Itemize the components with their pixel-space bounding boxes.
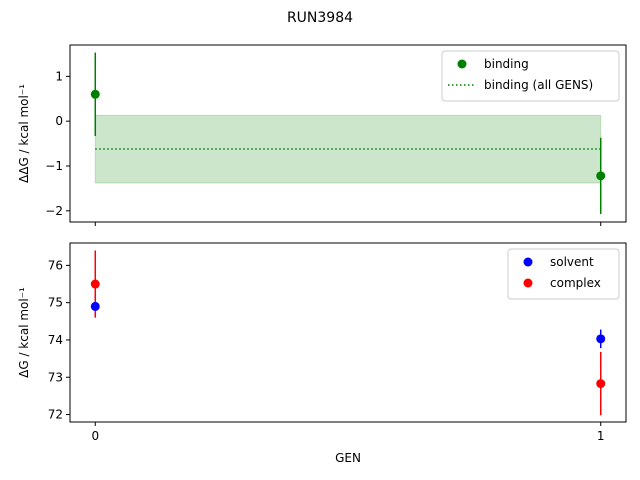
- data-point-solvent: [596, 334, 606, 344]
- y-tick-label: 75: [48, 296, 63, 310]
- legend-marker: [523, 257, 533, 267]
- y-tick-label: 72: [48, 408, 63, 422]
- y-tick-label: 76: [48, 258, 63, 272]
- x-tick-label: 1: [597, 429, 605, 443]
- top-panel: 1 0 −1 −2 ΔΔG / kcal mol⁻¹ binding binding (al…: [17, 44, 627, 226]
- y-tick-label: 73: [48, 370, 63, 384]
- legend-box: [507, 248, 620, 300]
- x-tick-label: 0: [91, 429, 99, 443]
- data-point-complex: [596, 379, 606, 389]
- axes-frame: [69, 242, 627, 423]
- data-point-binding: [596, 171, 606, 181]
- data-point-binding: [90, 89, 100, 99]
- y-tick-label: −1: [45, 159, 63, 173]
- legend-label: complex: [550, 276, 601, 290]
- x-axis-label: GEN: [335, 451, 361, 465]
- legend-box: [441, 50, 620, 102]
- legend-marker: [457, 59, 467, 69]
- legend-label: solvent: [550, 255, 594, 269]
- data-point-complex: [90, 279, 100, 289]
- y-tick-label: 0: [55, 114, 63, 128]
- y-tick-label: −2: [45, 204, 63, 218]
- legend-marker: [523, 278, 533, 288]
- bottom-panel: 76 75 74 73 72 0 1 ΔG / kcal mol⁻¹ solvent comple…: [17, 242, 627, 443]
- legend-label: binding: [484, 57, 529, 71]
- legend-label: binding (all GENS): [484, 78, 593, 92]
- y-tick-label: 74: [48, 333, 63, 347]
- y-tick-label: 1: [55, 69, 63, 83]
- chart-title: RUN3984: [287, 10, 353, 26]
- y-axis-label: ΔG / kcal mol⁻¹: [17, 287, 31, 378]
- axes-frame: [69, 44, 627, 223]
- data-point-solvent: [90, 301, 100, 311]
- y-axis-label: ΔΔG / kcal mol⁻¹: [17, 84, 31, 183]
